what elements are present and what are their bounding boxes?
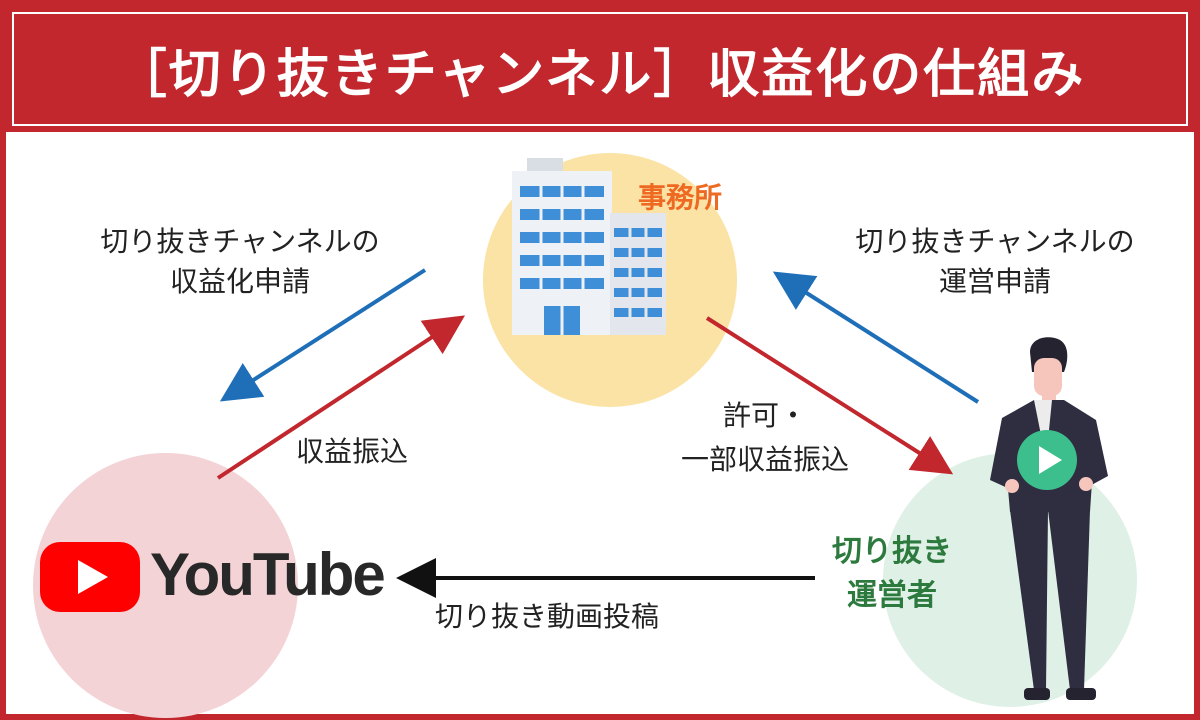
revenue-transfer-label: 収益振込: [296, 435, 409, 468]
operator-label-line-2: 運営者: [847, 578, 937, 613]
page-title: ［切り抜きチャンネル］収益化の仕組み: [114, 44, 1086, 105]
office-label: 事務所: [638, 181, 723, 214]
arrow-permission-partial: [705, 316, 954, 475]
operation-request-line-2: 運営申請: [938, 265, 1051, 298]
youtube-wordmark: YouTube: [150, 541, 386, 608]
permission-line-2: 一部収益振込: [680, 443, 849, 476]
monetize-request-label: 切り抜きチャンネルの 収益化申請: [50, 222, 430, 302]
permission-partial-label: 許可・ 一部収益振込: [645, 394, 885, 482]
monetize-request-line-2: 収益化申請: [169, 265, 310, 298]
operator-label: 切り抜き 運営者: [832, 530, 952, 618]
video-post-label: 切り抜き動画投稿: [435, 600, 660, 633]
permission-line-1: 許可・: [722, 399, 807, 432]
arrow-operation-request: [772, 271, 980, 404]
arrow-revenue-transfer: [216, 315, 466, 480]
operator-label-line-1: 切り抜き: [832, 534, 952, 569]
operation-request-label: 切り抜きチャンネルの 運営申請: [800, 222, 1190, 302]
arrow-monetize-request: [219, 268, 427, 402]
header-banner: ［切り抜きチャンネル］収益化の仕組み: [6, 6, 1194, 132]
monetize-request-line-1: 切り抜きチャンネルの: [100, 225, 380, 258]
operation-request-line-1: 切り抜きチャンネルの: [855, 225, 1135, 258]
